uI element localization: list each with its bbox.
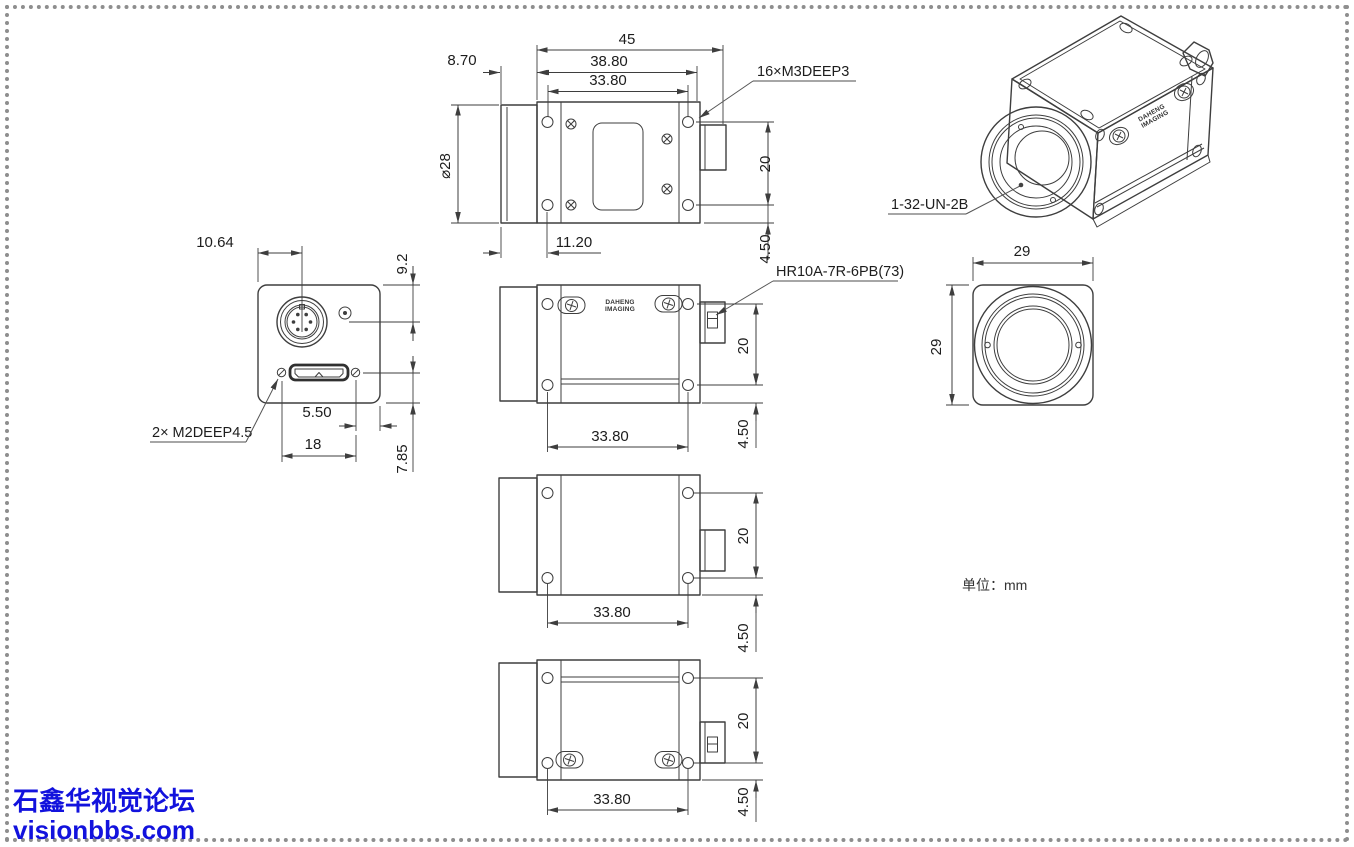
dim-side-holes: 33.80 [593,604,631,621]
camera-body [536,284,701,404]
persp-side-holes [1094,72,1206,216]
io-connector-block [699,529,726,572]
dim-back-usb-screw: 5.50 [302,404,331,421]
dim-side-holes: 33.80 [593,791,631,808]
lens-barrel [500,104,538,224]
dim-side-holes-v: 20 [735,338,752,355]
dim-top-body: 38.80 [590,53,628,70]
view-side-bottom: 20 4.50 33.80 [498,659,763,822]
connector-pins [291,312,313,332]
mount-holes [541,487,694,584]
persp-lens-mount [980,106,1092,218]
dim-top-edge: 4.50 [757,234,774,263]
dim-top-lens-dia: ⌀28 [437,153,454,179]
dim-side-edge: 4.50 [735,419,752,448]
lens-barrel [498,477,538,593]
dim-back-conn-y: 9.2 [394,254,411,275]
dim-side-edge: 4.50 [735,787,752,816]
case-screws [565,118,673,211]
back-panel [257,284,381,404]
dim-back-conn-x: 10.64 [196,234,234,251]
persp-side-screws [1108,82,1195,146]
callout-io-connector: HR10A-7R-6PB(73) [776,264,904,280]
label-sticker [592,122,644,211]
dim-back-usb-y: 7.85 [394,444,411,473]
watermark-forum-name: 石鑫华视觉论坛 [12,786,195,816]
dim-top-overall: 45 [619,31,636,48]
persp-top-holes [1018,22,1193,121]
dim-side-holes: 33.80 [591,428,629,445]
dim-side-edge: 4.50 [735,623,752,652]
lens-barrel [499,286,538,402]
mount-holes [541,116,694,211]
view-perspective: DAHENG IMAGING 1-32-UN-2B [888,15,1214,228]
view-side-io: DAHENG IMAGING HR10A-7R-6PB(73) 20 4.50 [499,264,904,452]
callout-lens-thread: 1-32-UN-2B [891,197,968,213]
dim-side-holes-v: 20 [735,713,752,730]
lens-mount-rings [973,285,1093,405]
watermark-site-url[interactable]: visionbbs.com [13,815,195,845]
callout-mount-screws: 16×M3DEEP3 [757,64,849,80]
dim-side-holes-v: 20 [735,528,752,545]
front-face [972,284,1094,406]
daheng-logo-perspective: DAHENG IMAGING [1137,103,1170,130]
dim-top-holes-v: 20 [757,156,774,173]
dim-top-holes: 33.80 [589,72,627,89]
persp-side-face [1092,67,1214,220]
case-screws [557,295,683,314]
io-connector-block [699,124,727,171]
usb-port [288,363,350,382]
camera-body [536,659,701,781]
status-led [338,306,352,320]
svg-text:IMAGING: IMAGING [605,306,635,313]
unit-note: 单位：mm [962,577,1027,593]
m2-screw-holes [276,367,361,378]
dim-front-width: 29 [1014,243,1031,260]
daheng-logo: DAHENG IMAGING [605,299,635,313]
io-connector-block [699,301,726,344]
view-side-plain: 20 4.50 33.80 [498,474,763,653]
case-screws [555,751,683,769]
view-back: 10.64 9.2 7.85 5.50 18 [150,234,420,474]
mount-holes [541,672,694,769]
svg-text:DAHENG: DAHENG [605,299,634,306]
callout-back-screws: 2× M2DEEP4.5 [152,425,252,441]
lens-barrel [498,662,538,778]
dim-top-mount: 8.70 [447,52,476,69]
dim-front-height: 29 [928,339,945,356]
io-connector-block [699,721,726,764]
dim-back-screws: 18 [305,436,322,453]
dim-top-offset: 11.20 [556,234,592,251]
persp-rear-connector [1182,41,1214,77]
leader-dot [1018,182,1024,188]
view-top: 45 38.80 33.80 8.70 ⌀28 20 [437,31,856,264]
view-front: 29 29 [928,243,1094,406]
